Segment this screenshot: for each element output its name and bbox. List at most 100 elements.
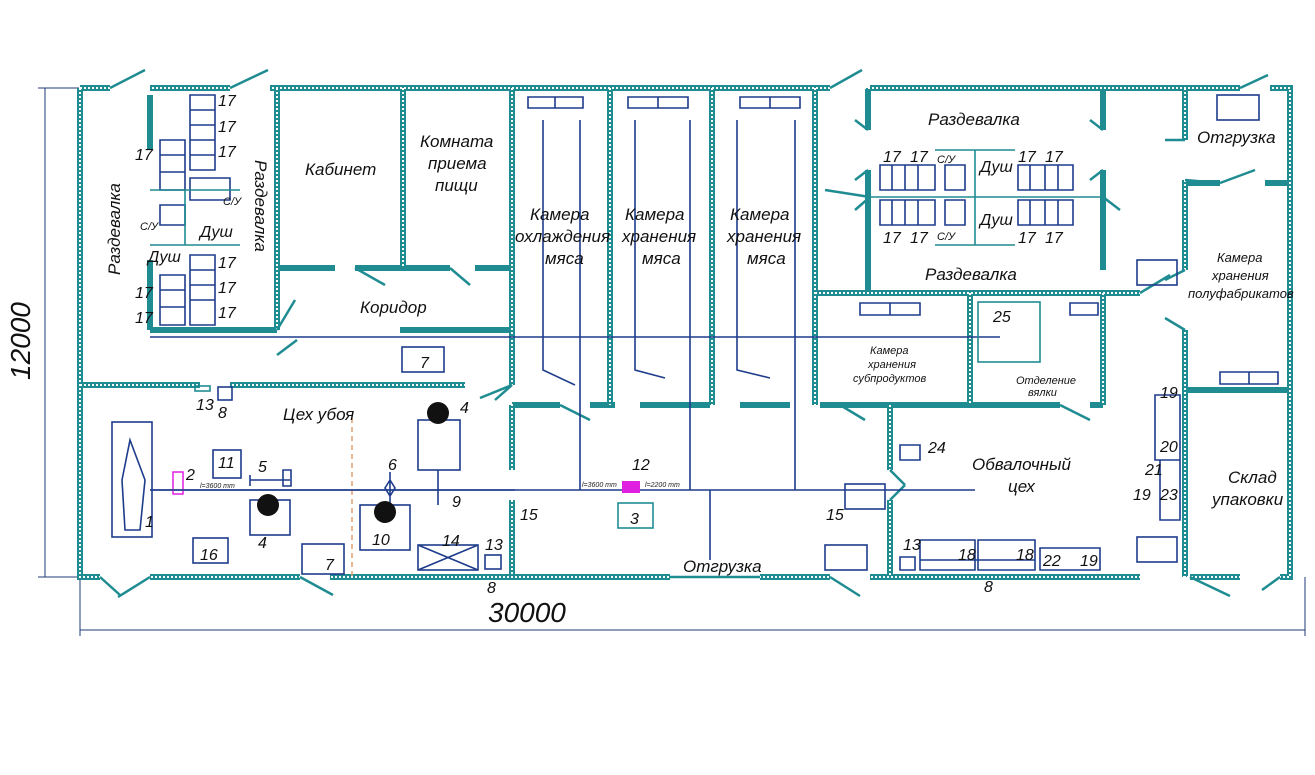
room-label: С/У [140, 221, 159, 233]
room-label: хранения [726, 227, 801, 246]
walls [77, 85, 1293, 580]
label-1: 1 [145, 514, 154, 531]
label-5: 5 [258, 459, 267, 476]
label-7: 7 [420, 355, 430, 372]
room-label: пищи [435, 176, 478, 195]
room-label: Обвалочный [972, 455, 1071, 474]
room-label: Душ [198, 224, 233, 241]
label-8: 8 [487, 580, 496, 597]
room-label: цех [1008, 477, 1035, 496]
equipment-7 [844, 483, 886, 510]
equipment-7 [824, 544, 868, 571]
room-label: Коридор [360, 298, 427, 317]
dimension-lines [38, 87, 1306, 636]
label-17: 17 [1018, 230, 1037, 247]
room-label: хранения [1211, 268, 1269, 283]
length-annotation: l=3600 mm [200, 483, 235, 490]
room-label: Отгрузка [1197, 128, 1276, 147]
height-dimension: 12000 [5, 302, 36, 380]
room-label: хранения [621, 227, 696, 246]
label-11: 11 [218, 455, 235, 472]
doors [99, 68, 1281, 599]
worker-icon [257, 494, 279, 516]
room-label: Раздевалка [251, 160, 270, 252]
equipment-24 [899, 444, 921, 461]
label-18: 18 [1016, 547, 1034, 564]
label-4: 4 [258, 535, 267, 552]
room-label: Камера [730, 205, 790, 224]
room-label: Отгрузка [683, 557, 762, 576]
label-17: 17 [218, 93, 237, 110]
label-13: 13 [485, 537, 503, 554]
right-changing-rooms [870, 149, 1103, 246]
length-annotation: l=2200 mm [645, 482, 680, 489]
room-label: субпродуктов [853, 373, 927, 385]
label-2: 2 [185, 467, 195, 484]
room-label: Кабинет [305, 160, 376, 179]
label-17: 17 [218, 255, 237, 272]
label-8: 8 [984, 579, 993, 596]
room-label: С/У [937, 154, 956, 166]
label-4: 4 [460, 400, 469, 417]
label-9: 9 [452, 494, 461, 511]
room-label: Камера [530, 205, 590, 224]
label-16: 16 [200, 547, 218, 564]
room-label: С/У [937, 231, 956, 243]
label-13: 13 [903, 537, 921, 554]
label-7: 7 [325, 557, 335, 574]
equipment-25 [977, 301, 1041, 363]
label-22: 22 [1042, 553, 1061, 570]
room-label: Душ [146, 249, 181, 266]
worker-icon [427, 402, 449, 424]
label-6: 6 [388, 457, 397, 474]
label-8: 8 [218, 405, 227, 422]
room-label: мяса [642, 249, 681, 268]
tables-18 [899, 539, 1101, 571]
label-17: 17 [135, 147, 154, 164]
equipment-7 [1136, 259, 1178, 286]
room-label: Цех убоя [283, 405, 354, 424]
label-17: 17 [1018, 149, 1037, 166]
label-25: 25 [992, 309, 1011, 326]
label-17: 17 [1045, 230, 1064, 247]
room-label: вялки [1028, 387, 1057, 399]
room-label: Душ [978, 159, 1013, 176]
room-label: приема [428, 154, 487, 173]
label-17: 17 [910, 230, 929, 247]
label-17: 17 [883, 149, 902, 166]
room-label: Душ [978, 212, 1013, 229]
label-17: 17 [218, 280, 237, 297]
equipment-7 [1136, 536, 1178, 563]
length-annotation: l=3600 mm [582, 482, 617, 489]
room-label: Раздевалка [105, 183, 124, 275]
label-17: 17 [910, 149, 929, 166]
label-20: 20 [1159, 439, 1178, 456]
equipment-3 [617, 502, 654, 529]
label-14: 14 [442, 533, 460, 550]
room-label: мяса [747, 249, 786, 268]
room-label: Склад [1228, 468, 1277, 487]
label-24: 24 [927, 440, 946, 457]
room-label: С/У [223, 196, 242, 208]
width-dimension: 30000 [488, 597, 566, 628]
room-label: Камера [870, 345, 909, 357]
room-label: Комната [420, 132, 493, 151]
room-label: Раздевалка [928, 110, 1020, 129]
room-label: полуфабрикатов [1188, 286, 1294, 301]
label-15: 15 [826, 507, 844, 524]
room-label: охлаждения [515, 227, 610, 246]
equipment-7 [401, 346, 445, 373]
label-17: 17 [218, 144, 237, 161]
room-label: Камера [625, 205, 685, 224]
label-15: 15 [520, 507, 538, 524]
label-18: 18 [958, 547, 976, 564]
label-19: 19 [1080, 553, 1098, 570]
room-label: Отделение [1016, 375, 1076, 387]
packaging-equipment [1154, 394, 1181, 521]
equipment-7 [1216, 94, 1260, 121]
room-label: Раздевалка [925, 265, 1017, 284]
label-23: 23 [1159, 487, 1178, 504]
label-17: 17 [218, 119, 237, 136]
slaughter-equipment [111, 385, 515, 577]
